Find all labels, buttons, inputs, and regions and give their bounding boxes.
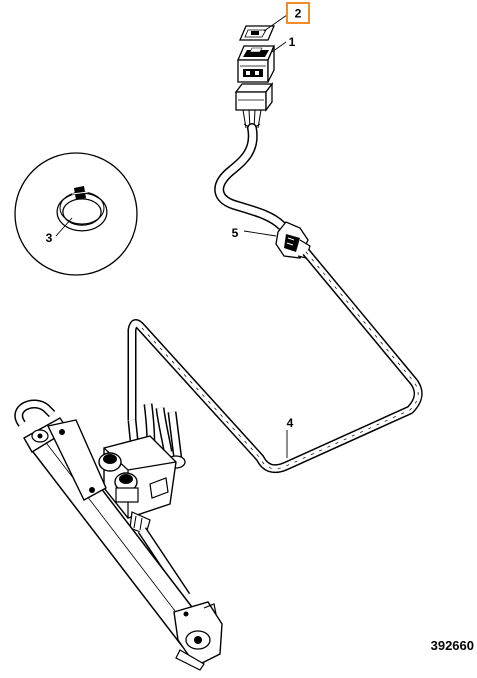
callout-1-label: 1 — [289, 35, 296, 49]
callout-4[interactable]: 4 — [287, 416, 294, 430]
switch-connector — [234, 82, 274, 129]
callout-2-label: 2 — [295, 7, 302, 21]
callout-2-highlight — [286, 2, 310, 24]
diagram-reference-number: 392660 — [431, 638, 474, 653]
callout-4-label: 4 — [287, 416, 294, 430]
callout-1[interactable]: 1 — [289, 35, 296, 49]
callout-5[interactable]: 5 — [232, 226, 239, 240]
detail-circle — [14, 152, 138, 276]
callout-3-label: 3 — [46, 231, 53, 245]
wiring-harness — [214, 123, 311, 259]
callout-2[interactable]: 2 — [286, 2, 310, 24]
hydraulic-cylinder — [14, 399, 223, 671]
hydraulic-pipe — [127, 249, 423, 474]
rocker-switch — [237, 45, 275, 83]
callout-leaders — [55, 14, 288, 458]
callout-5-label: 5 — [232, 226, 239, 240]
valve-block — [98, 403, 191, 599]
clamp-detail — [14, 152, 138, 276]
hose-clamp — [56, 186, 108, 232]
callout-3[interactable]: 3 — [46, 231, 53, 245]
